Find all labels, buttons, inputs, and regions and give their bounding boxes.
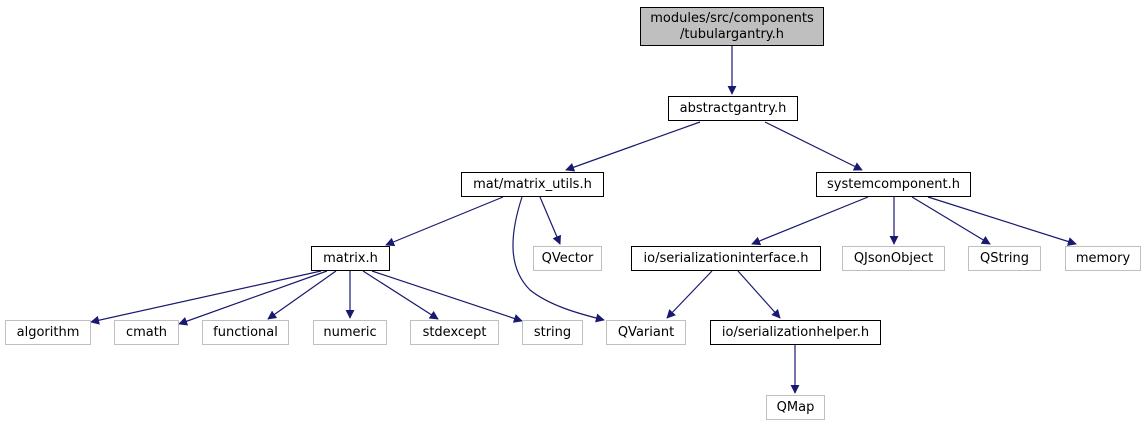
node-qjsonobject: QJsonObject — [842, 246, 945, 271]
edge-matrix-utils-qvariant — [512, 196, 605, 323]
edge-systemcomponent-qstring — [911, 196, 991, 245]
edge-systemcomponent-memory — [927, 196, 1077, 246]
node-systemcomponent-h[interactable]: systemcomponent.h — [816, 172, 971, 197]
node-stdexcept: stdexcept — [410, 320, 499, 345]
edge-matrix-string — [371, 270, 523, 323]
node-matrix-utils-h[interactable]: mat/matrix_utils.h — [461, 172, 604, 197]
node-abstractgantry-h[interactable]: abstractgantry.h — [668, 96, 798, 121]
node-algorithm: algorithm — [5, 320, 91, 345]
node-serializationinterface-h[interactable]: io/serializationinterface.h — [631, 246, 821, 271]
node-memory: memory — [1065, 246, 1141, 271]
node-qstring: QString — [968, 246, 1041, 271]
edge-systemcomponent-serializationinterface — [751, 196, 869, 246]
node-qvariant: QVariant — [606, 320, 686, 345]
edge-matrix-stdexcept — [362, 270, 439, 320]
edge-matrix-cmath — [178, 270, 328, 326]
node-qvector: QVector — [533, 246, 602, 271]
node-cmath: cmath — [114, 320, 179, 345]
edge-abstractgantry-systemcomponent — [764, 121, 863, 171]
node-serializationhelper-h[interactable]: io/serializationhelper.h — [710, 320, 881, 345]
node-string: string — [522, 320, 583, 345]
node-qmap: QMap — [766, 395, 825, 420]
edge-matrix-utils-qvector — [539, 196, 561, 245]
node-root-line1: modules/src/components — [650, 10, 814, 26]
node-root-line2: /tubulargantry.h — [679, 26, 784, 42]
edge-serializationinterface-serializationhelper — [737, 270, 781, 319]
node-matrix-h[interactable]: matrix.h — [311, 246, 390, 271]
edge-serializationinterface-qvariant — [666, 270, 713, 319]
node-functional: functional — [202, 320, 289, 345]
edge-abstractgantry-matrix-utils — [565, 121, 701, 172]
node-numeric: numeric — [313, 320, 387, 345]
edge-matrix-functional — [267, 270, 337, 320]
edge-matrix-algorithm — [90, 270, 322, 325]
node-tubulargantry-h: modules/src/components /tubulargantry.h — [640, 7, 824, 46]
edge-matrix-utils-matrix — [385, 196, 504, 247]
